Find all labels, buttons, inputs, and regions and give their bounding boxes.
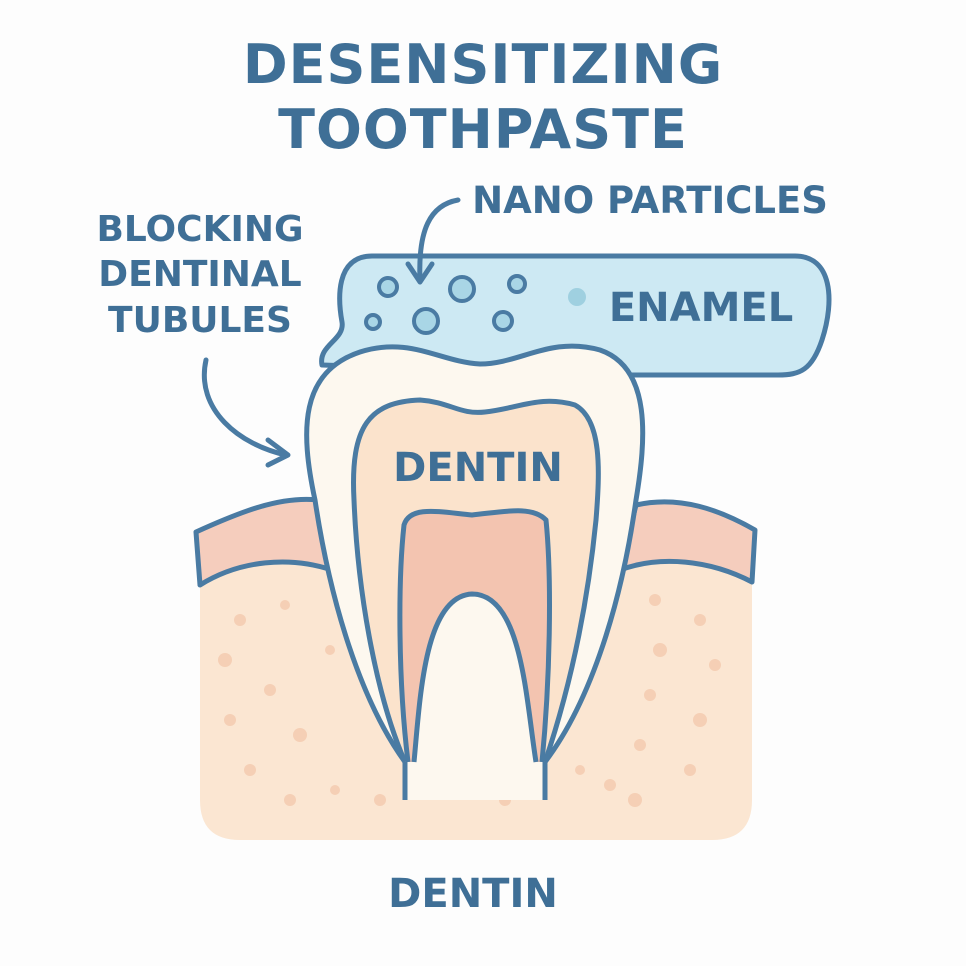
title-line-1: DESENSITIZING	[243, 33, 723, 96]
label-enamel: ENAMEL	[609, 285, 793, 331]
label-blocking-1: BLOCKING	[96, 209, 303, 250]
arrow-blocking-icon	[201, 357, 291, 468]
gum-right	[617, 499, 758, 585]
arrow-nano-particles-icon	[405, 197, 461, 285]
title-line-2: TOOTHPASTE	[278, 98, 688, 161]
label-blocking-3: TUBULES	[108, 300, 292, 341]
label-blocking-2: DENTINAL	[98, 254, 301, 295]
nano-particles	[364, 274, 527, 335]
label-nano-particles: NANO PARTICLES	[472, 179, 828, 222]
enamel-dot	[568, 288, 586, 306]
label-dentin-inner: DENTIN	[393, 445, 563, 491]
label-dentin-bottom: DENTIN	[388, 871, 558, 917]
root-canal	[411, 591, 539, 763]
